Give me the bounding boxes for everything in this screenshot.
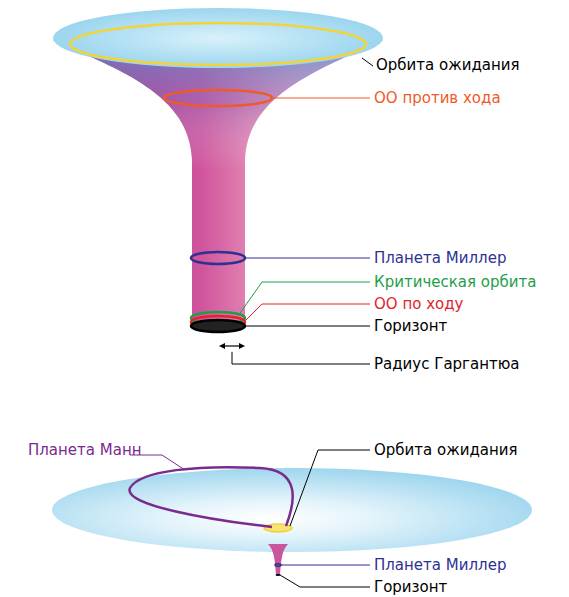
leader-line [272, 98, 370, 99]
funnel-shade [53, 40, 383, 328]
label: ОО против хода [374, 89, 501, 107]
funnel-top [53, 8, 383, 68]
horizon-ring [276, 574, 281, 576]
leader-line [245, 326, 370, 327]
horizon-ring [191, 320, 245, 332]
label: ОО по ходу [374, 295, 463, 313]
funnel-surface [53, 40, 383, 328]
label: Радиус Гаргантюа [374, 355, 520, 373]
small-funnel [268, 544, 288, 575]
miller-orbit [275, 564, 281, 566]
leader-line [232, 352, 370, 364]
label: Орбита ожидания [374, 441, 518, 459]
label: Планета Миллер [374, 556, 506, 574]
label: Критическая орбита [374, 273, 536, 291]
arrow-head [219, 343, 225, 349]
miller-orbit [191, 252, 245, 264]
label: Планета Миллер [374, 249, 506, 267]
retrograde-orbit [164, 90, 272, 106]
parking-orbit [264, 524, 292, 532]
leader-line [238, 282, 370, 316]
leader-line [362, 58, 373, 66]
leader-line [281, 565, 370, 566]
leader-line [244, 304, 370, 322]
leader-line [290, 450, 370, 526]
leader-line [280, 575, 370, 587]
arrow-head [239, 343, 245, 349]
leader-line [245, 258, 370, 259]
label: Горизонт [374, 578, 447, 596]
label: Горизонт [374, 317, 447, 335]
mann-orbit [129, 467, 292, 527]
flat-space-disk [52, 468, 532, 552]
parking-orbit [70, 23, 366, 65]
label: Планета Манн [28, 441, 142, 459]
label: Орбита ожидания [376, 56, 520, 74]
